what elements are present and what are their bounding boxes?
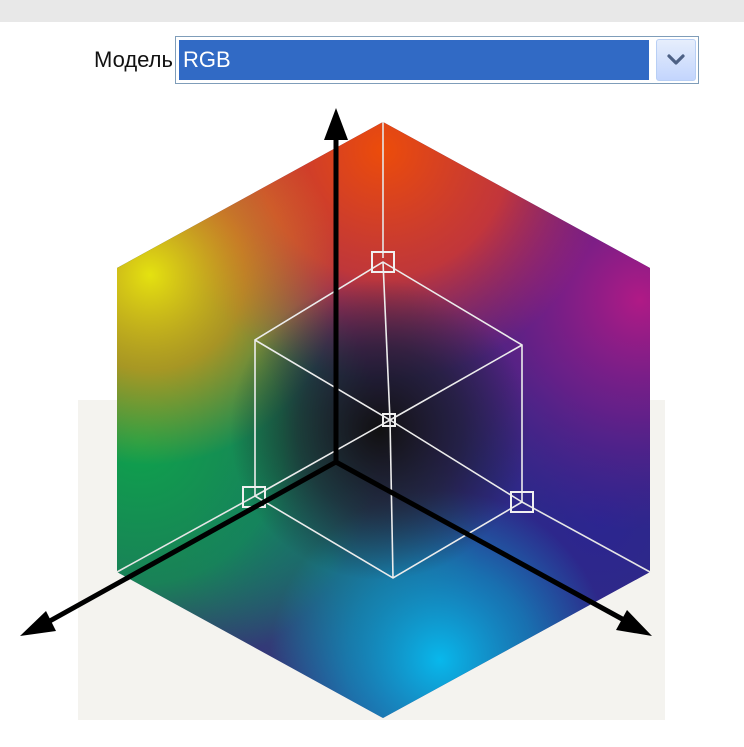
axis-blue-arrowhead <box>616 610 652 636</box>
color-hexagon <box>100 110 660 730</box>
axis-red-arrowhead <box>324 108 348 140</box>
axis-green-arrowhead <box>20 611 56 636</box>
